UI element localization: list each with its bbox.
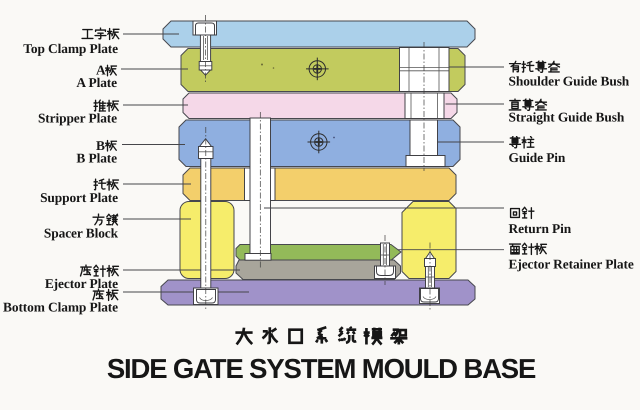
svg-text:Support Plate: Support Plate	[40, 190, 118, 205]
svg-text:A: A	[96, 62, 106, 77]
svg-text:Shoulder Guide Bush: Shoulder Guide Bush	[509, 73, 630, 88]
svg-text:Ejector Plate: Ejector Plate	[45, 276, 118, 291]
svg-text:Ejector Retainer Plate: Ejector Retainer Plate	[509, 256, 634, 271]
svg-text:Straight Guide Bush: Straight Guide Bush	[509, 109, 625, 124]
svg-text:SIDE GATE SYSTEM MOULD BASE: SIDE GATE SYSTEM MOULD BASE	[107, 353, 536, 384]
svg-text:Bottom Clamp Plate: Bottom Clamp Plate	[3, 300, 118, 315]
svg-text:B: B	[96, 138, 105, 153]
svg-text:Guide Pin: Guide Pin	[509, 150, 566, 165]
svg-text:Stripper Plate: Stripper Plate	[38, 110, 117, 125]
svg-text:Return Pin: Return Pin	[509, 221, 572, 236]
svg-text:A Plate: A Plate	[76, 75, 117, 90]
svg-text:Top Clamp Plate: Top Clamp Plate	[23, 41, 118, 56]
svg-text:B Plate: B Plate	[76, 151, 117, 166]
svg-text:Spacer Block: Spacer Block	[44, 225, 119, 240]
